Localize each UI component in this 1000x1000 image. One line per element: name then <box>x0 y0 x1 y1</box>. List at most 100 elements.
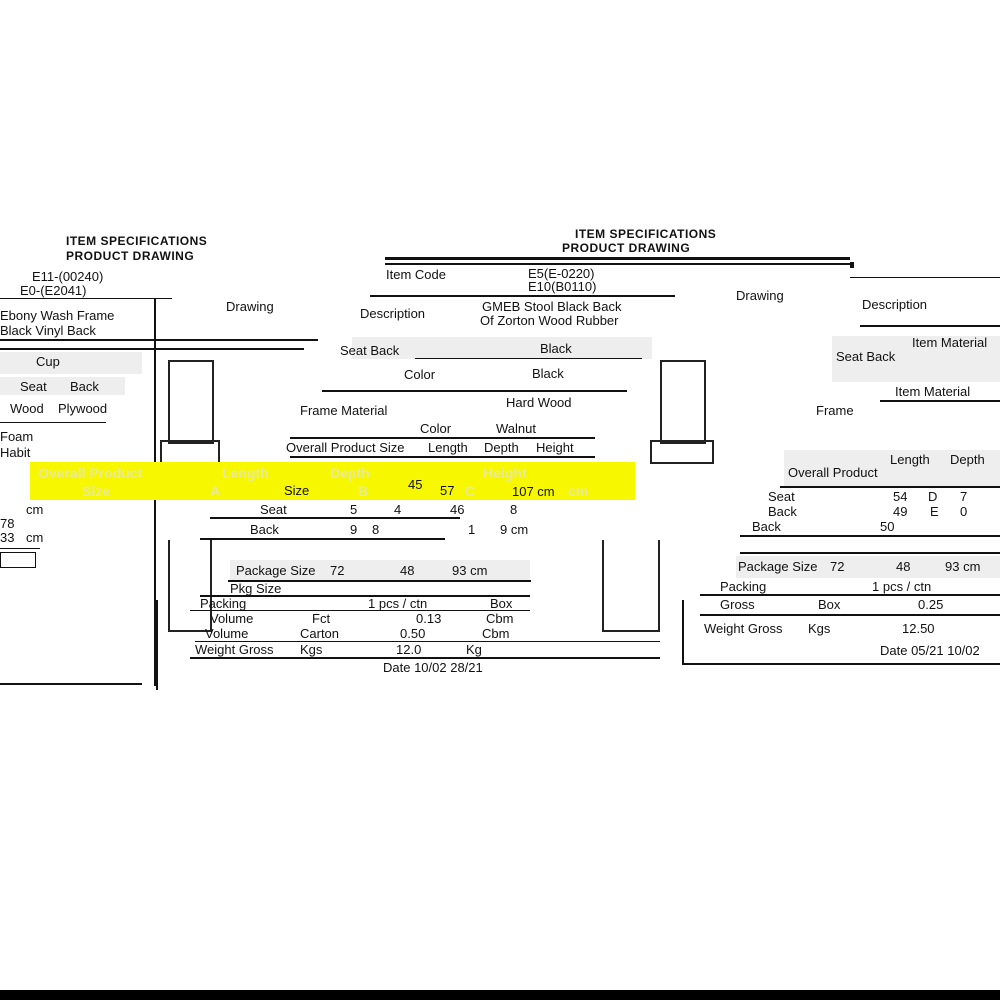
right-size-header-0: Overall Product <box>788 465 878 480</box>
pkg-3-c: Cbm <box>486 611 514 626</box>
right-row-0-a: 54 <box>893 489 908 504</box>
item-code: E5(E-0220) <box>528 266 595 281</box>
pkg-5-label: Weight Gross <box>195 642 274 657</box>
left-title: ITEM SPECIFICATIONS <box>66 234 208 248</box>
right-material-a: Item Material <box>912 335 988 350</box>
right-pkg-2-b: 0.25 <box>918 597 944 612</box>
size-header-2: Depth <box>484 440 519 455</box>
size-header-3: Height <box>536 440 574 455</box>
left-row-2: Back <box>70 379 99 394</box>
left-row-1: Seat <box>20 379 47 394</box>
right-pkg-0-b: 48 <box>896 559 911 574</box>
frame-label: Frame Material <box>300 403 388 418</box>
seat-back-label: Seat Back <box>340 343 400 358</box>
center-date: Date 10/02 28/21 <box>383 660 483 675</box>
pkg-5-b: 12.0 <box>396 642 422 657</box>
size-row-2-a: 9 <box>350 522 358 537</box>
pkg-2-label: Packing <box>200 596 247 611</box>
seat-back-value: Black <box>540 341 572 356</box>
highlight-unit: cm <box>568 483 589 499</box>
size-row-0-h: 107 cm <box>512 484 555 499</box>
highlight-height: Height <box>483 465 527 481</box>
description-value: GMEB Stool Black Back <box>482 299 622 314</box>
color-value: Black <box>532 366 564 381</box>
size-row-0-d: 57 <box>440 483 455 498</box>
pkg-1-label: Pkg Size <box>230 581 282 596</box>
item-code-label: Item Code <box>386 267 446 282</box>
pkg-3-b: 0.13 <box>416 611 442 626</box>
left-drawing-label: Drawing <box>226 299 274 314</box>
right-row-1-label: Back <box>768 504 797 519</box>
right-row-1-a: 49 <box>893 504 908 519</box>
left-row-3: Wood <box>10 401 44 416</box>
right-description-label: Description <box>862 297 928 312</box>
pkg-2-unit: Box <box>490 596 513 611</box>
right-drawing-label: Drawing <box>736 288 784 303</box>
highlight-size: Size <box>82 483 111 499</box>
size-row-1-b: 4 <box>394 502 402 517</box>
highlight-length: Length <box>222 465 269 481</box>
frame-value: Hard Wood <box>506 395 572 410</box>
right-row-1-b: E <box>930 504 939 519</box>
pkg-4-b: 0.50 <box>400 626 426 641</box>
center-title: ITEM SPECIFICATIONS <box>575 227 717 241</box>
left-subtitle: PRODUCT DRAWING <box>66 249 195 263</box>
pkg-4-a: Carton <box>300 626 340 641</box>
right-pkg-3-b: 12.50 <box>902 621 935 636</box>
size-row-2-label: Back <box>250 522 279 537</box>
left-code-b: E0-(E2041) <box>20 283 87 298</box>
highlight-depth: Depth <box>330 465 370 481</box>
size-row-2-b: 8 <box>372 522 380 537</box>
pkg-3-label: Volume <box>210 611 254 626</box>
right-frame-label: Frame <box>816 403 854 418</box>
highlight-c: C <box>465 483 476 499</box>
pkg-0-c: 93 cm <box>452 563 488 578</box>
left-side-1: cm <box>26 502 44 517</box>
size-row-1-d: 8 <box>510 502 518 517</box>
left-description-b: Black Vinyl Back <box>0 323 96 338</box>
right-row-0-label: Seat <box>768 489 795 504</box>
highlight-label: Overall Product <box>38 465 143 481</box>
bottom-bar <box>0 990 1000 1000</box>
frame-color-value: Walnut <box>496 421 536 436</box>
size-header-1: Length <box>428 440 468 455</box>
left-description: Ebony Wash Frame <box>0 308 115 323</box>
right-pkg-1-a: 1 pcs / ctn <box>872 579 932 594</box>
item-code-b: E10(B0110) <box>528 279 597 294</box>
description-value-b: Of Zorton Wood Rubber <box>480 313 619 328</box>
pkg-3-a: Fct <box>312 611 331 626</box>
right-row-2-a: 50 <box>880 519 895 534</box>
pkg-2-value: 1 pcs / ctn <box>368 596 428 611</box>
size-row-2-c: 1 <box>468 522 476 537</box>
right-pkg-3-a: Kgs <box>808 621 831 636</box>
size-header-0: Overall Product Size <box>286 440 405 455</box>
right-row-0-c: 7 <box>960 489 968 504</box>
right-pkg-1-label: Packing <box>720 579 767 594</box>
size-row-2-d: 9 cm <box>500 522 529 537</box>
size-row-1-c: 46 <box>450 502 465 517</box>
right-row-2-label: Back <box>752 519 781 534</box>
right-date: Date 05/21 10/02 <box>880 643 980 658</box>
right-material-b: Item Material <box>895 384 971 399</box>
color-label: Color <box>404 367 436 382</box>
left-code-a: E11-(00240) <box>32 269 104 284</box>
right-size-header-2: Depth <box>950 452 985 467</box>
left-row-4: Plywood <box>58 401 108 416</box>
pkg-0-b: 48 <box>400 563 415 578</box>
left-side-3: 33 <box>0 530 15 545</box>
right-size-header-1: Length <box>890 452 930 467</box>
highlight-b: B <box>358 483 369 499</box>
pkg-5-c: Kg <box>466 642 482 657</box>
size-row-0-l: 45 <box>408 477 423 492</box>
frame-color-label: Color <box>420 421 452 436</box>
pkg-4-label: Volume <box>205 626 249 641</box>
center-subtitle: PRODUCT DRAWING <box>562 241 691 255</box>
description-label: Description <box>360 306 426 321</box>
pkg-4-c: Cbm <box>482 626 510 641</box>
right-seat-label: Seat Back <box>836 349 896 364</box>
right-pkg-2-label: Gross <box>720 597 755 612</box>
right-pkg-3-label: Weight Gross <box>704 621 783 636</box>
right-pkg-0-c: 93 cm <box>945 559 981 574</box>
pkg-0-label: Package Size <box>236 563 316 578</box>
size-row-1-label: Seat <box>260 502 287 517</box>
